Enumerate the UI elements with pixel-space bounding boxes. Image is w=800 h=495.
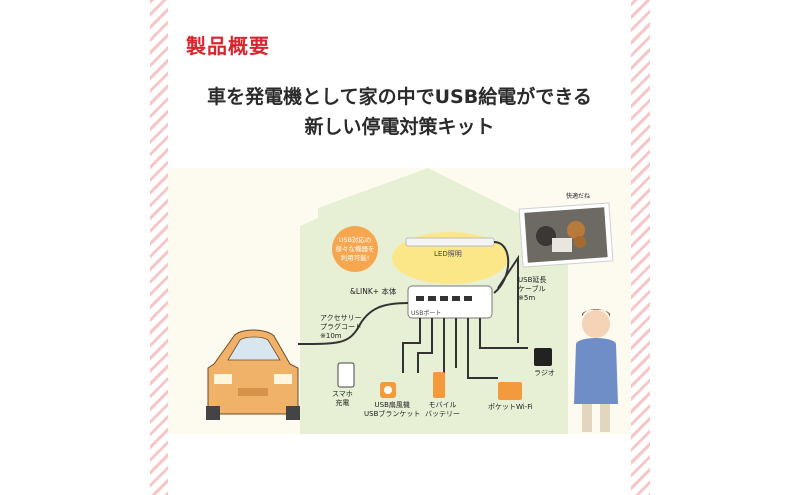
smartphone-line-2: 充電 [335, 399, 350, 407]
led-label: LED照明 [434, 250, 462, 258]
headline-line-1: 車を発電機として家の中でUSB給電ができる [207, 86, 592, 108]
accessory-length: ※10m [320, 332, 342, 340]
house-chimney [300, 218, 318, 434]
fan-line-2: USBブランケット [364, 410, 421, 418]
photo-caption: 快適だね [566, 193, 591, 200]
person [574, 309, 618, 432]
illustration-drawing [206, 168, 618, 434]
battery-line-2: バッテリー [425, 410, 460, 418]
section-title: 製品概要 [186, 34, 270, 58]
headline-line-2: 新しい停電対策キット [304, 116, 495, 138]
radio-label: ラジオ [534, 369, 555, 377]
accessory-line-1: アクセサリー [320, 314, 362, 322]
pocket-wifi [498, 382, 522, 400]
smartphone-line-1: スマホ [332, 390, 353, 398]
extension-length: ※5m [518, 294, 536, 302]
mobile-battery [433, 372, 445, 398]
extension-cable-label: USB延長 ケーブル ※5m [518, 276, 546, 303]
badge-line-2: 様々な機器を [335, 244, 375, 253]
fan-line-1: USB扇風機 [374, 401, 410, 409]
wifi-label: ポケットWi-Fi [488, 403, 533, 411]
cables [297, 241, 528, 388]
accessory-cord-label: アクセサリー プラグコード ※10m [320, 314, 362, 341]
usb-devices-badge: USB対応の 様々な機器を 利用可能! [332, 226, 378, 272]
badge-line-3: 利用可能! [340, 253, 370, 262]
battery-line-1: モバイル [428, 401, 457, 409]
battery-label: モバイル バッテリー [425, 401, 460, 419]
usb-port-label: USBポート [411, 310, 442, 317]
extension-line-2: ケーブル [518, 285, 546, 293]
accessory-line-2: プラグコード [320, 323, 362, 331]
fan-blanket-label: USB扇風機 USBブランケット [364, 401, 420, 419]
radio [534, 348, 552, 366]
headline: 車を発電機として家の中でUSB給電ができる 新しい停電対策キット [168, 82, 631, 142]
smartphone [337, 362, 355, 388]
badge-line-1: USB対応の [338, 235, 372, 244]
main-unit-label: &LINK+ 本体 [350, 287, 397, 296]
smartphone-label: スマホ 充電 [332, 390, 353, 408]
extension-line-1: USB延長 [518, 276, 547, 284]
usb-ports [416, 296, 472, 301]
product-illustration: USB対応の 様々な機器を 利用可能! LED照明 &LINK+ 本体 USBポ… [168, 168, 631, 434]
car [206, 329, 300, 420]
led-bar [405, 237, 495, 247]
photo-inset [518, 202, 614, 268]
